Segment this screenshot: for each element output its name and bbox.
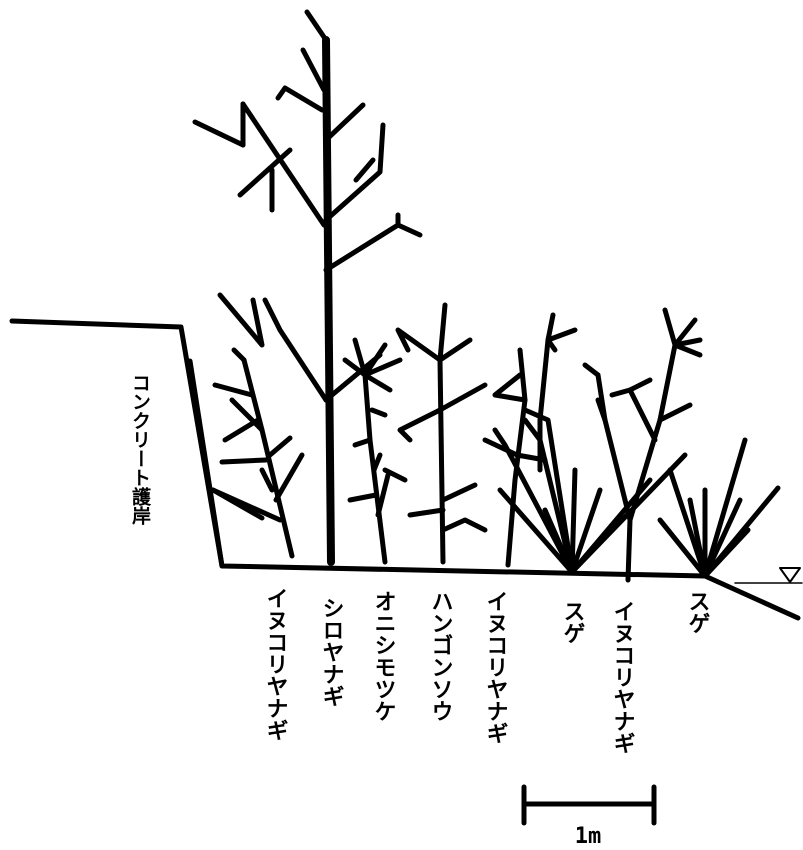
plant-hangonsou [398,305,485,562]
plant-label: オニシモツケ [371,590,396,722]
water-level-icon [780,568,800,582]
plant-onishimotsuke [345,340,405,562]
plant-label: シロヤナギ [319,597,344,707]
plant-label: スゲ [560,600,586,644]
plant-inukoriyanagi-1 [213,295,302,556]
plant-label: イヌコリヤナギ [610,600,635,754]
revetment-face [190,361,222,566]
scale-bar: 1m [524,787,654,849]
plant-label: スゲ [685,590,711,634]
bank-label: コンクリート護岸 [129,373,151,526]
scale-bar-label: 1m [575,824,602,849]
plant-label: イヌコリヤナギ [483,590,508,744]
plant-label: ハンゴンソウ [428,590,453,722]
plant-label: イヌコリヤナギ [263,587,288,741]
plant-labels: イヌコリヤナギ シロヤナギ オニシモツケ ハンゴンソウ イヌコリヤナギ スゲ イ… [263,587,711,754]
water-surface [735,568,802,583]
